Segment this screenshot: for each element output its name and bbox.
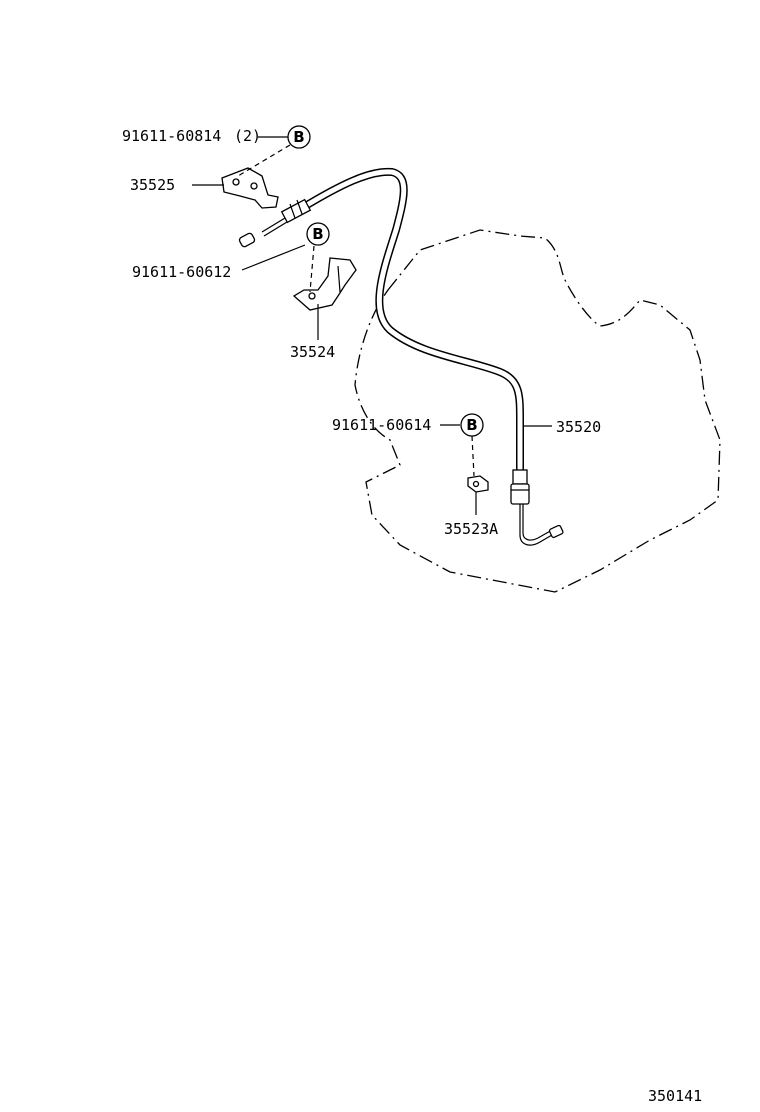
bolt-mid-part-no: 91611-60612 xyxy=(132,263,231,281)
cable-upper-end xyxy=(238,198,312,248)
bracket-top-part-no: 35525 xyxy=(130,176,175,194)
bracket-35524 xyxy=(292,257,357,311)
callout-cable: 35520 xyxy=(524,418,601,436)
cable-lower-end xyxy=(510,469,564,546)
cable-sheath-inner xyxy=(299,169,523,473)
bolt-low-mark: B xyxy=(466,416,477,434)
callout-bracket-mid: 35524 xyxy=(290,304,335,361)
callout-bolt-mid: 91611-60612 B xyxy=(132,222,330,293)
bolt-top-mark: B xyxy=(293,128,304,146)
bolt-top-mark-circle xyxy=(287,125,311,149)
diagram-id: 350141 xyxy=(648,1087,702,1105)
callout-bracket-top: 35525 xyxy=(130,176,224,194)
bolt-mid-mark-circle xyxy=(306,222,330,246)
bracket-35525 xyxy=(221,167,279,209)
bracket-mid-part-no: 35524 xyxy=(290,343,335,361)
clamp-part-no: 35523A xyxy=(444,520,498,538)
callout-bolt-low: 91611-60614 B xyxy=(332,413,484,477)
bolt-low-part-no: 91611-60614 xyxy=(332,416,431,434)
callout-clamp: 35523A xyxy=(444,492,498,538)
transmission-outline xyxy=(354,229,721,593)
bolt-mid-mark: B xyxy=(312,225,323,243)
bolt-top-qty: (2) xyxy=(234,127,261,145)
callout-bolt-top: 91611-60814 (2) B xyxy=(122,125,311,177)
bolt-top-part-no: 91611-60814 xyxy=(122,127,221,145)
cable-part-no: 35520 xyxy=(556,418,601,436)
